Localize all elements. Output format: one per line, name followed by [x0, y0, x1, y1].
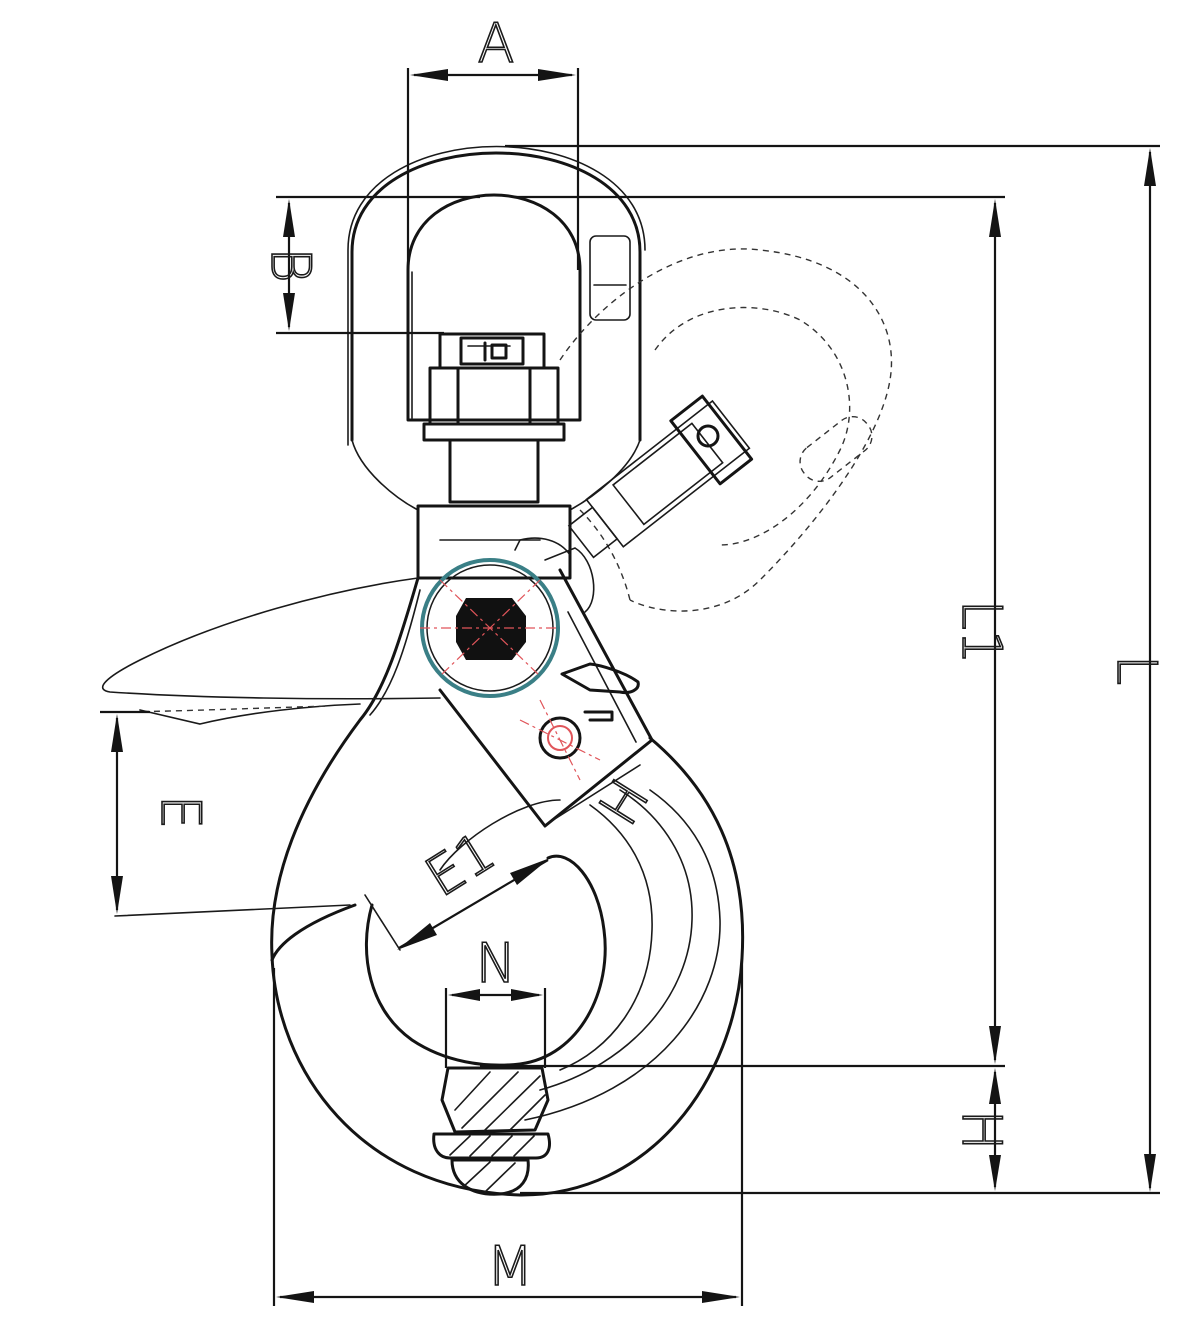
label-m: M [487, 1235, 534, 1298]
label-h: H [950, 1110, 1013, 1151]
dimension-m: M [272, 958, 744, 1306]
latch [438, 537, 654, 828]
label-l1: L1 [950, 600, 1013, 664]
hook-body [270, 576, 745, 1197]
swivel-nut [416, 332, 572, 580]
hook-rotated-outline [559, 248, 893, 612]
label-n: N [476, 932, 516, 995]
dimension-e: E [100, 710, 351, 917]
latch-mark: H [586, 767, 663, 836]
dimension-n: N [444, 931, 547, 1068]
dimension-a: A [406, 11, 580, 270]
label-b: B [259, 247, 322, 282]
label-l: L [1105, 655, 1168, 685]
label-latch-mark: H [587, 768, 662, 836]
dimension-l1: L1 [949, 199, 1014, 1064]
dimension-l: L [505, 144, 1169, 1192]
label-e: E [149, 795, 212, 829]
label-a: A [478, 12, 515, 75]
pivot-assembly [420, 558, 560, 698]
label-e1: E1 [414, 819, 505, 909]
dimension-b: B [258, 195, 1005, 335]
dimension-h: H [480, 1064, 1160, 1195]
swivel-eye [347, 145, 646, 511]
dimension-e1: E1 [364, 819, 550, 951]
hook-gate [101, 577, 441, 725]
